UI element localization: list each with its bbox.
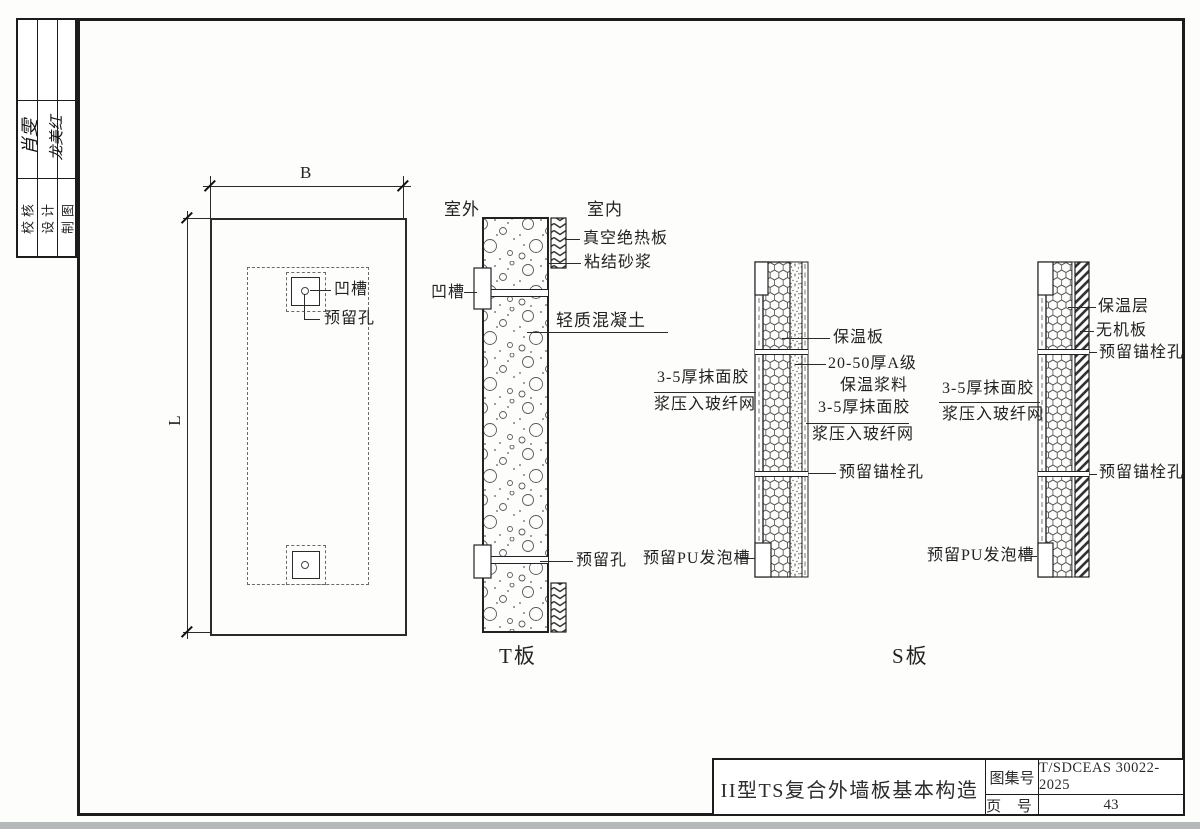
sidebar-label-check: 校核 (20, 199, 36, 235)
sidebar-divider (18, 100, 75, 101)
leader-line (565, 239, 580, 240)
t-vacuum-label: 真空绝热板 (583, 230, 669, 247)
t-panel-section (473, 217, 567, 633)
leader-line (795, 364, 826, 365)
leader-line (1021, 556, 1037, 557)
leader-line (549, 263, 581, 264)
plan-groove-label: 凹槽 (334, 281, 369, 298)
plan-bottom-hole (301, 561, 309, 569)
dim-ext-line (183, 218, 210, 219)
plan-bottom-groove-dashed (286, 545, 326, 585)
s-panels-caption: S板 (892, 644, 929, 668)
s2-anchor-hole-top-label: 预留锚栓孔 (1099, 344, 1185, 361)
t-concrete-strip (482, 217, 549, 633)
leader-line (782, 338, 830, 339)
s2-insulation-layer (1045, 261, 1073, 578)
s-panel-1-section (754, 261, 809, 578)
s1-insulation-board (762, 261, 791, 578)
leader-line (527, 332, 668, 333)
s1-anchor-hole-label: 预留锚栓孔 (839, 464, 925, 481)
t-hole-notch (473, 544, 492, 579)
plan-top-groove-dashed (286, 272, 326, 312)
sidebar-label-design: 设计 (40, 199, 56, 235)
s1-render-right-label-2: 浆压入玻纤网 (812, 426, 915, 443)
signature-checker: 肖雯 (20, 119, 41, 155)
s-panel-2-section (1037, 261, 1090, 578)
s2-anchor-hole-bottom-label: 预留锚栓孔 (1099, 464, 1185, 481)
drawing-title: II型TS复合外墙板基本构造 (714, 760, 986, 816)
atlas-number-label: 图集号 (986, 760, 1038, 795)
t-vacuum-panel-top (550, 217, 567, 269)
t-panel-caption: T板 (499, 644, 537, 668)
leader-line (808, 473, 836, 474)
s1-render-right-label-1: 3-5厚抹面胶 (818, 399, 911, 416)
dim-B-label: B (300, 163, 313, 182)
atlas-number-value: T/SDCEAS 30022-2025 (1038, 760, 1183, 795)
t-concrete-label: 轻质混凝土 (556, 311, 646, 330)
dim-line-L (187, 211, 188, 639)
leader-line (939, 402, 1040, 403)
plan-hole-label: 预留孔 (324, 310, 376, 327)
dim-ext-line (403, 176, 404, 218)
leader-line (1089, 352, 1097, 353)
t-groove-notch (473, 267, 492, 310)
s1-insulation-slurry (789, 261, 803, 578)
sidebar-sign-table (16, 18, 77, 258)
leader-line (304, 319, 320, 320)
leader-line (1080, 331, 1094, 332)
sidebar-divider (18, 178, 75, 179)
s2-pu-groove-label: 预留PU发泡槽 (927, 547, 1035, 564)
s1-render-left-label-2: 浆压入玻纤网 (654, 396, 757, 413)
s2-insulation-layer-label: 保温层 (1098, 298, 1150, 315)
t-indoor-label: 室内 (587, 200, 623, 219)
t-groove-label: 凹槽 (431, 284, 466, 301)
scan-edge-strip (0, 822, 1200, 829)
t-outdoor-label: 室外 (444, 200, 480, 219)
s2-inorganic-board (1074, 261, 1090, 578)
leader-line (1068, 307, 1096, 308)
plan-panel-outline (210, 218, 407, 636)
s2-pu-groove-notch (1037, 542, 1054, 578)
leader-line (1089, 474, 1097, 475)
sidebar-divider (57, 20, 58, 256)
s1-top-notch (754, 261, 769, 296)
leader-line (654, 392, 756, 393)
leader-line (464, 292, 477, 293)
sidebar-divider (37, 20, 38, 256)
s1-render-left-label-1: 3-5厚抹面胶 (657, 369, 750, 386)
page-number-value: 43 (1038, 795, 1183, 816)
s1-slurry-label-2: 保温浆料 (840, 377, 909, 394)
dim-line-B (203, 186, 411, 187)
s2-render-left-label-2: 浆压入玻纤网 (942, 406, 1045, 423)
leader-line (540, 561, 573, 562)
page-number-label: 页 号 (986, 799, 1038, 815)
leader-line (806, 423, 909, 424)
leader-line (310, 290, 331, 291)
s2-top-notch (1037, 261, 1054, 296)
s1-pu-groove-label: 预留PU发泡槽 (643, 550, 751, 567)
s1-slurry-label-1: 20-50厚A级 (828, 355, 917, 372)
s2-render-left-label-1: 3-5厚抹面胶 (942, 380, 1035, 397)
drawing-border (77, 18, 1185, 816)
signature-drafter: 龙美红 (47, 115, 66, 161)
s1-insulation-board-label: 保温板 (833, 329, 885, 346)
panel-sections-drawing (473, 217, 1090, 633)
leader-line (739, 558, 755, 559)
s1-pu-groove-notch (754, 542, 772, 578)
plan-top-hole (301, 287, 309, 295)
title-block: II型TS复合外墙板基本构造 图集号 T/SDCEAS 30022-2025 页… (712, 758, 1185, 816)
sidebar-label-draft: 制图 (60, 199, 76, 235)
leader-line (304, 294, 305, 320)
dim-L-label: L (165, 414, 185, 426)
t-hole-label: 预留孔 (576, 552, 628, 569)
dim-ext-line (210, 176, 211, 218)
dim-ext-line (183, 632, 210, 633)
s2-inorganic-board-label: 无机板 (1096, 322, 1148, 339)
t-mortar-label: 粘结砂浆 (584, 254, 653, 271)
t-vacuum-panel-bottom (550, 582, 567, 633)
